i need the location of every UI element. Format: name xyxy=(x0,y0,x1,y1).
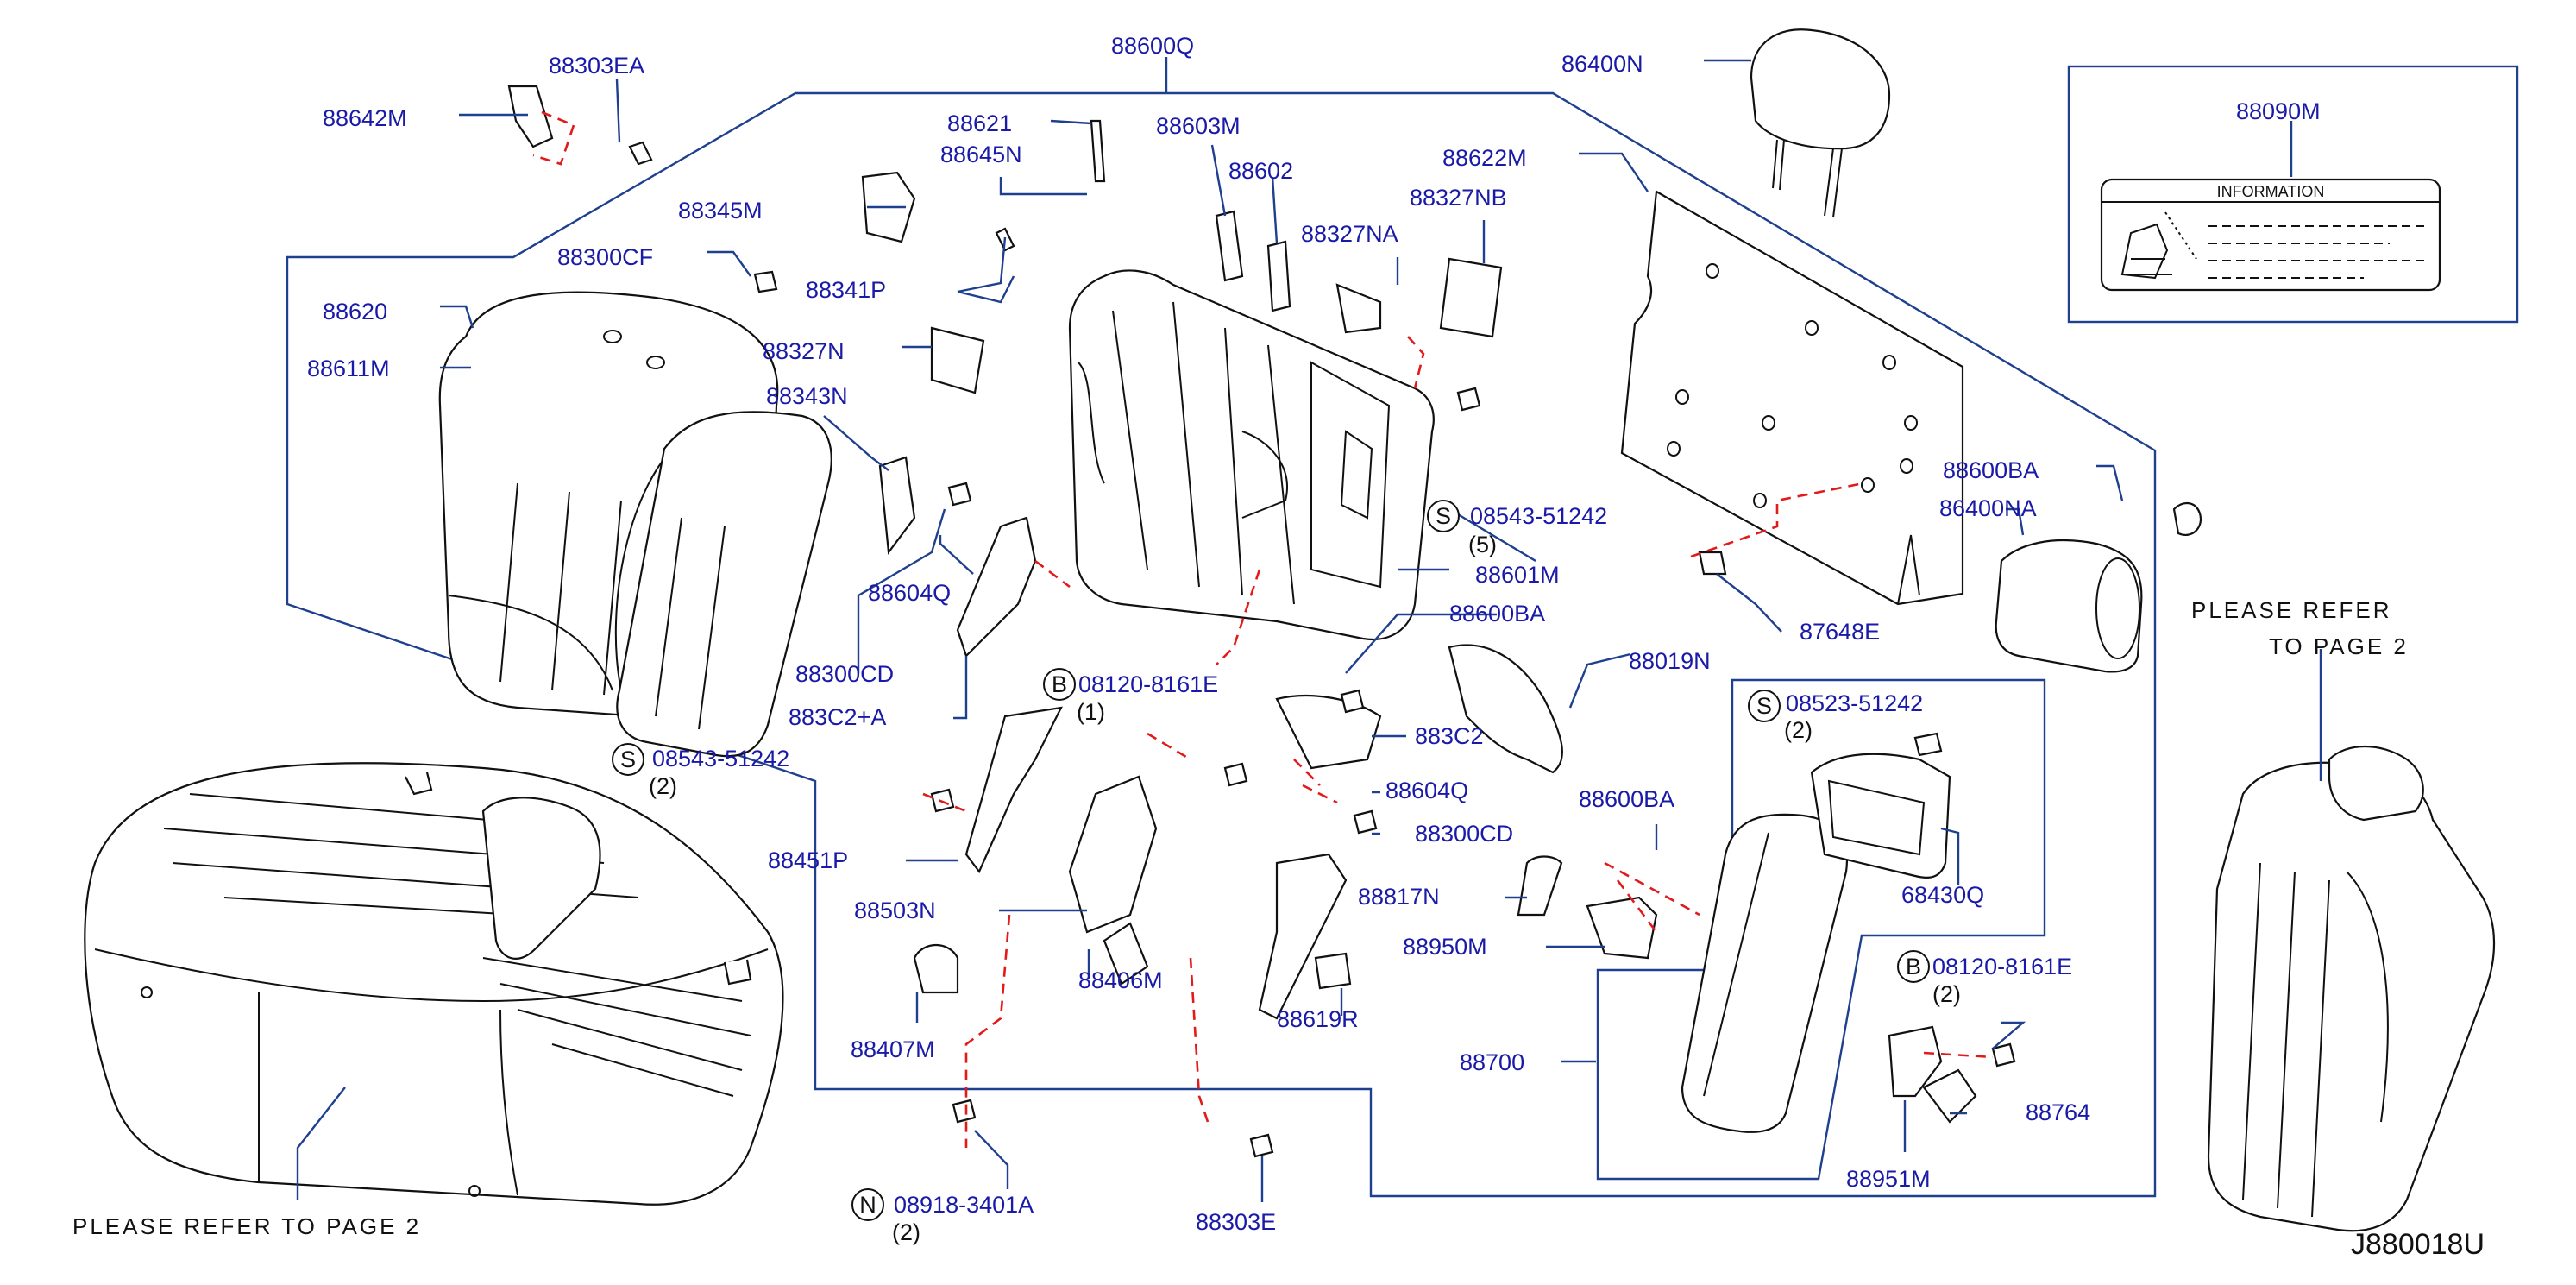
right-seat-back-ref xyxy=(2207,746,2496,1232)
armrest-cup-holder-68430Q xyxy=(1810,753,1951,879)
label-88327N: 88327N xyxy=(763,338,845,364)
info-label-heading: INFORMATION xyxy=(2217,183,2325,200)
symbol-s-b: S xyxy=(620,746,636,772)
symbol-n: N xyxy=(859,1192,876,1218)
label-08120-8161E-b: 08120-8161E xyxy=(1932,954,2072,979)
symbol-s-c: S xyxy=(1756,693,1772,719)
label-88407M: 88407M xyxy=(851,1036,935,1062)
label-88604Q-b: 88604Q xyxy=(1385,778,1468,803)
label-08523-51242: 08523-51242 xyxy=(1786,690,1923,716)
label-88451P: 88451P xyxy=(768,847,848,873)
label-86400N: 86400N xyxy=(1561,51,1643,77)
info-label-box xyxy=(2067,65,2519,324)
label-87648E: 87648E xyxy=(1800,619,1880,645)
diagram-id: J880018U xyxy=(2351,1228,2485,1261)
label-88300CF: 88300CF xyxy=(557,244,653,270)
label-88817N: 88817N xyxy=(1358,884,1440,910)
label-88303EA: 88303EA xyxy=(549,53,644,79)
label-88951M: 88951M xyxy=(1846,1166,1931,1192)
label-08918-3401A: 08918-3401A xyxy=(894,1192,1034,1218)
label-88600Q: 88600Q xyxy=(1111,33,1194,59)
label-88764: 88764 xyxy=(2026,1099,2090,1125)
label-88019N: 88019N xyxy=(1629,648,1711,674)
label-88642M: 88642M xyxy=(323,105,407,131)
label-08543-51242-b: 08543-51242 xyxy=(652,746,789,772)
part-labels: 88303EA 88642M 88600Q 86400N 88090M 8862… xyxy=(307,33,2321,1245)
label-88601M: 88601M xyxy=(1475,562,1560,588)
qty-s-top: (5) xyxy=(1468,532,1497,557)
label-88090M: 88090M xyxy=(2236,98,2321,124)
label-88611M: 88611M xyxy=(307,356,390,381)
label-88600BA-a: 88600BA xyxy=(1943,457,2039,483)
symbol-b-b: B xyxy=(1906,954,1921,979)
label-88406M: 88406M xyxy=(1078,967,1163,993)
leader-lines xyxy=(296,57,2322,1202)
label-88327NA: 88327NA xyxy=(1301,221,1398,247)
label-08120-8161E-a: 08120-8161E xyxy=(1078,671,1218,697)
label-88620: 88620 xyxy=(323,299,387,324)
label-883C2: 883C2 xyxy=(1415,723,1484,749)
seat-cushion-assembly xyxy=(84,762,784,1206)
label-88341P: 88341P xyxy=(806,277,886,303)
qty-b-a: (1) xyxy=(1077,699,1105,725)
qty-s-b: (2) xyxy=(649,773,677,799)
qty-n: (2) xyxy=(892,1219,920,1245)
label-88503N: 88503N xyxy=(854,898,936,923)
label-88303E: 88303E xyxy=(1196,1209,1276,1235)
headrest-86400NA xyxy=(1995,539,2143,673)
label-88622M: 88622M xyxy=(1442,145,1527,171)
label-86400NA: 86400NA xyxy=(1939,495,2037,521)
armrest-88700 xyxy=(1681,813,1848,1133)
label-88619R: 88619R xyxy=(1277,1006,1359,1032)
label-88621: 88621 xyxy=(947,110,1012,136)
assembly-dash-lines xyxy=(532,110,1994,1148)
label-88600BA-b: 88600BA xyxy=(1449,601,1545,627)
label-88700: 88700 xyxy=(1460,1049,1524,1075)
fasteners xyxy=(628,119,2016,1158)
armrest-subframe xyxy=(1596,678,2046,1181)
back-board xyxy=(1620,190,1964,606)
seat-back-frame xyxy=(1068,269,1435,641)
symbol-b-a: B xyxy=(1052,671,1067,697)
label-883C2A: 883C2+A xyxy=(789,704,886,730)
label-68430Q: 68430Q xyxy=(1901,882,1984,908)
symbol-circles: S B S S B N xyxy=(612,500,1930,1221)
qty-s-c: (2) xyxy=(1784,717,1813,743)
label-88602: 88602 xyxy=(1228,158,1293,184)
label-88603M: 88603M xyxy=(1156,113,1241,139)
label-88950M: 88950M xyxy=(1403,934,1487,960)
headrest-86400N xyxy=(1750,28,1891,218)
refer-note-left: PLEASE REFER TO PAGE 2 xyxy=(72,1213,421,1239)
qty-b-b: (2) xyxy=(1932,981,1961,1007)
label-88604Q-a: 88604Q xyxy=(868,580,951,606)
label-88300CD-b: 88300CD xyxy=(1415,821,1513,847)
label-88300CD-a: 88300CD xyxy=(795,661,894,687)
label-88645N: 88645N xyxy=(940,142,1022,167)
seat-back-pad xyxy=(616,411,832,758)
refer-note-right-line1: PLEASE REFER xyxy=(2191,597,2392,623)
label-08543-51242-top: 08543-51242 xyxy=(1470,503,1607,529)
label-88343N: 88343N xyxy=(766,383,848,409)
information-label-icon: INFORMATION xyxy=(2100,178,2441,292)
refer-note-right-line2: TO PAGE 2 xyxy=(2269,633,2409,659)
label-88345M: 88345M xyxy=(678,198,763,224)
symbol-s-top: S xyxy=(1436,503,1451,529)
label-88600BA-c: 88600BA xyxy=(1579,786,1674,812)
label-88327NB: 88327NB xyxy=(1410,185,1507,211)
